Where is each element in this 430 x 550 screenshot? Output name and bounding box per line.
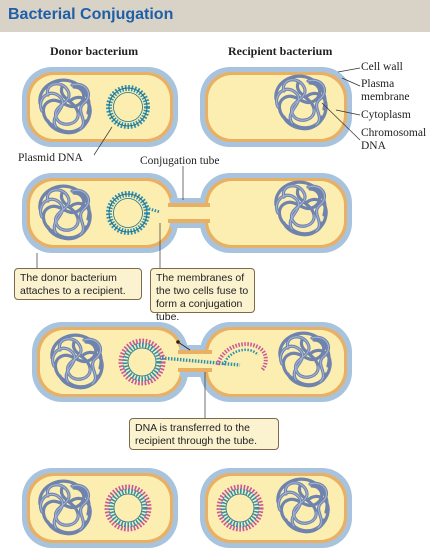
callout-transfer: DNA is transferred to the recipient thro… [129,418,279,450]
donor-cell-row1 [22,67,178,147]
donor-cell-row3 [32,322,188,402]
recipient-cell-row2 [200,173,352,253]
chromosomal-dna-label-2: DNA [361,140,386,153]
donor-header: Donor bacterium [50,45,138,58]
donor-cell-row2 [22,173,178,253]
donor-cell-row4 [22,468,178,548]
callout-attach: The donor bacterium attaches to a recipi… [14,268,142,300]
recipient-cell-row4 [200,468,352,548]
plasmid-dna-label: Plasmid DNA [18,152,83,165]
cell-wall-label: Cell wall [361,61,403,74]
plasma-membrane-label-1: Plasma [361,78,394,91]
recipient-header: Recipient bacterium [228,45,332,58]
callout-fuse: The membranes of the two cells fuse to f… [150,268,255,313]
recipient-cell-row1 [200,67,352,147]
plasma-membrane-label-2: membrane [361,91,410,104]
conjugation-tube-label: Conjugation tube [140,155,220,168]
cytoplasm-label: Cytoplasm [361,109,411,122]
chromosomal-dna-label-1: Chromosomal [361,127,426,140]
